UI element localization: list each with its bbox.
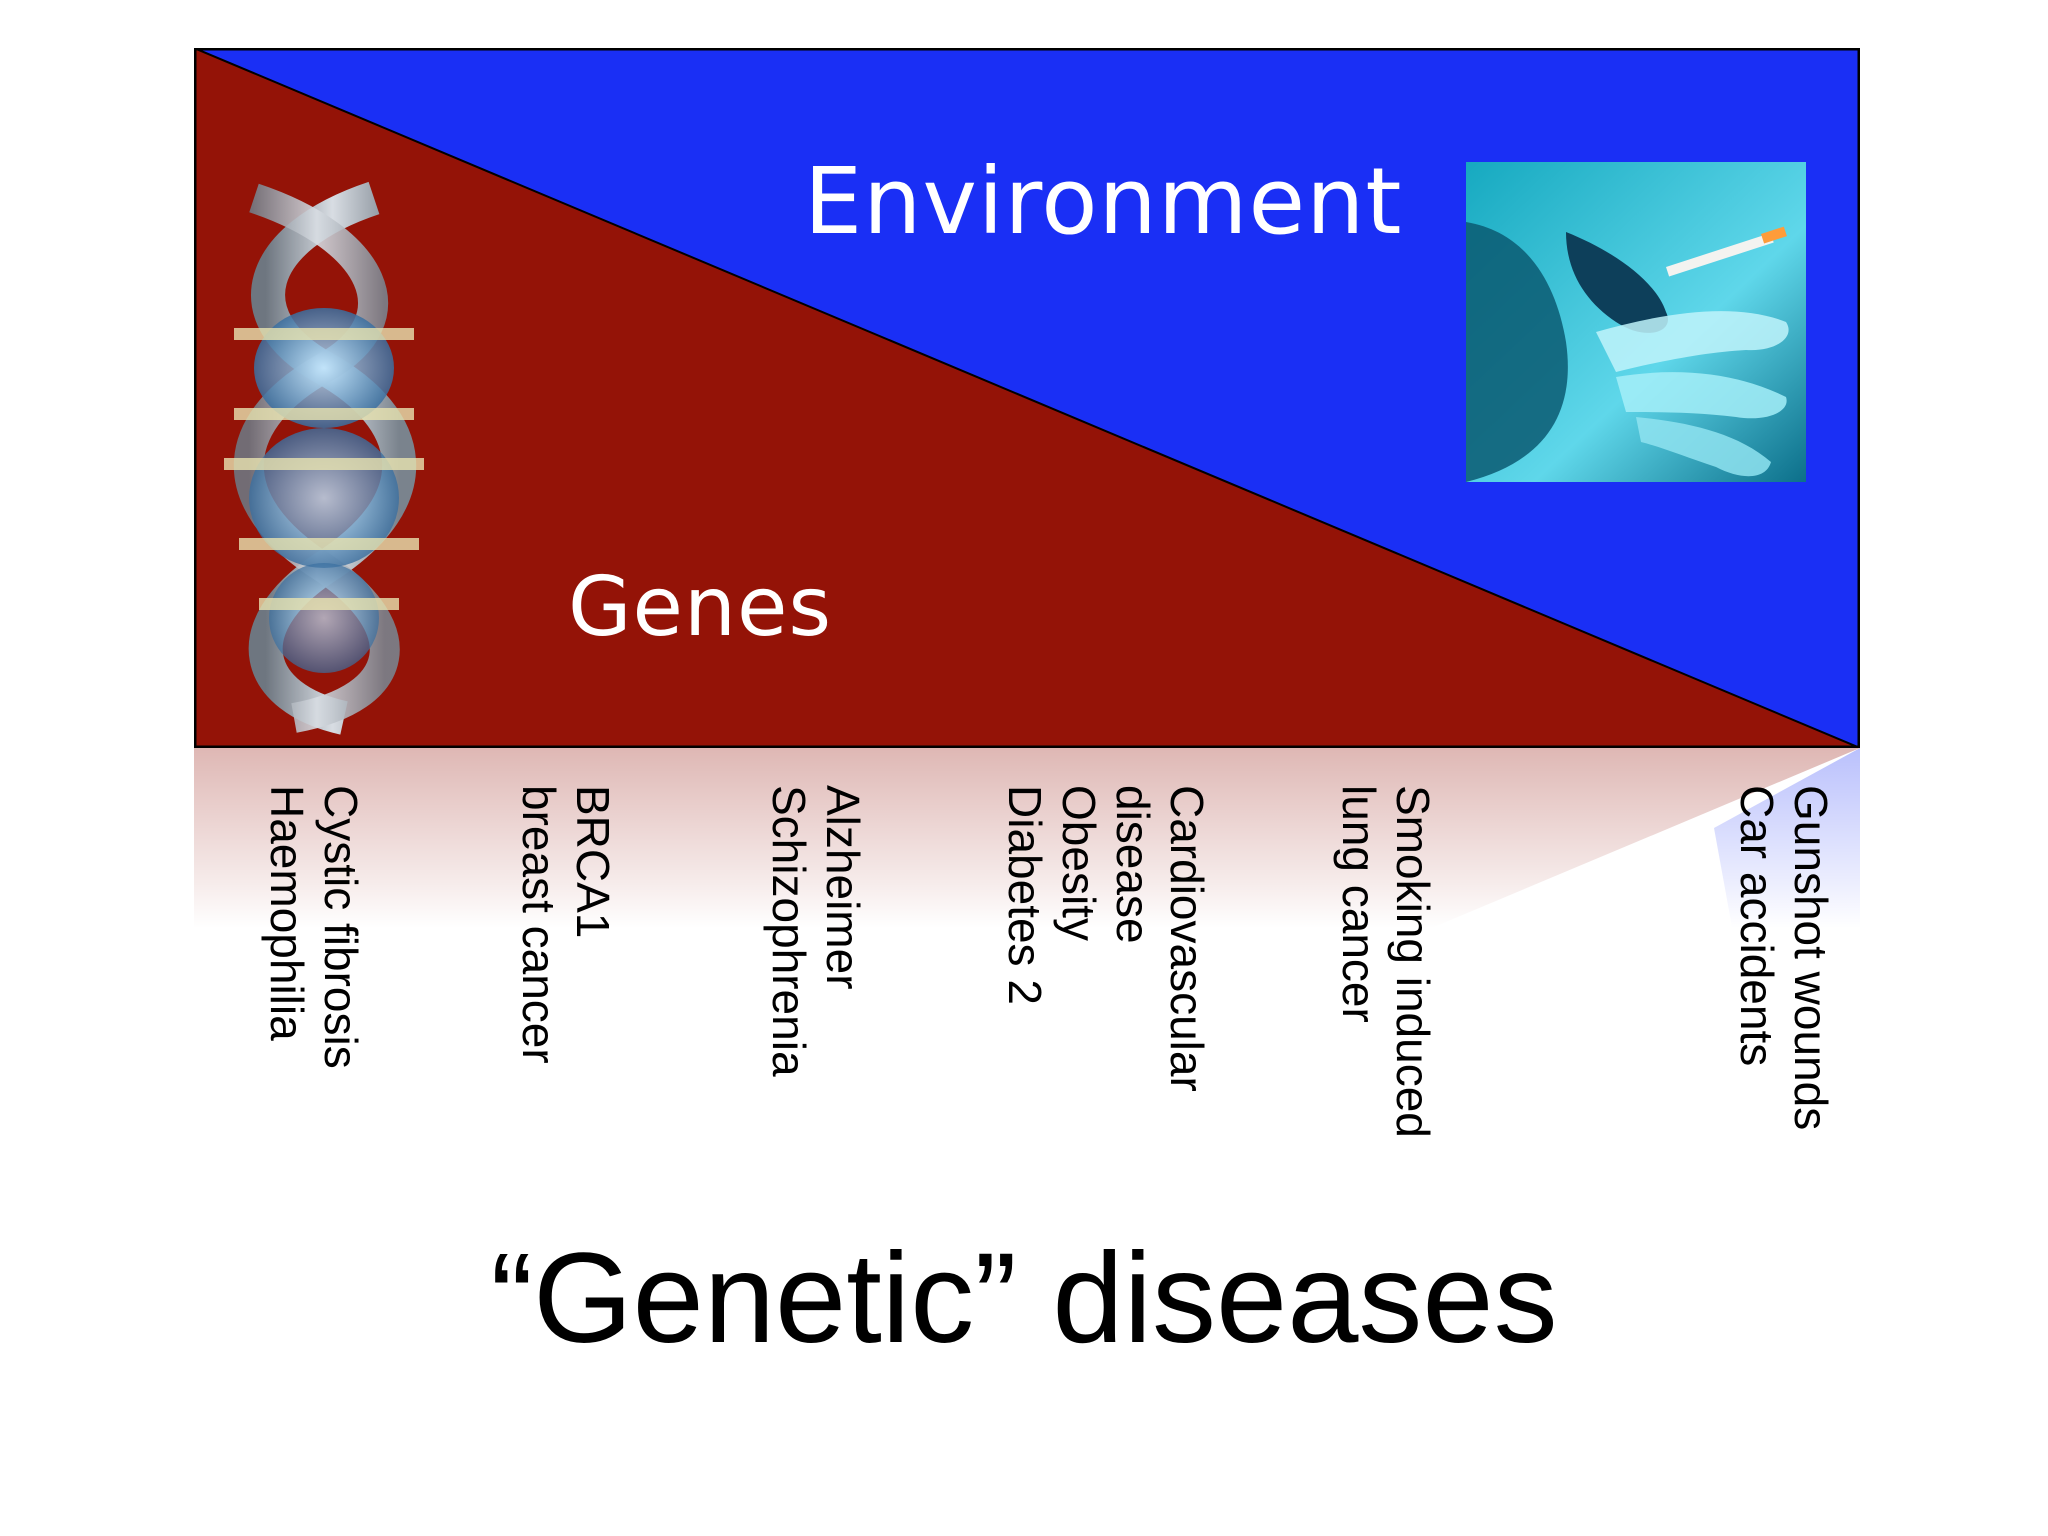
disease-label-cystic-fibrosis: Cystic fibrosis Haemophilia: [260, 785, 368, 1069]
disease-label-gunshot: Gunshot wounds Car accidents: [1730, 785, 1838, 1130]
smoking-hand-icon: [1466, 162, 1806, 482]
disease-label-smoking: Smoking induced lung cancer: [1332, 785, 1440, 1138]
diagram-border: [194, 48, 1860, 748]
disease-label-alzheimer: Alzheimer Schizophrenia: [762, 785, 870, 1077]
diagram-canvas: [194, 48, 1860, 748]
disease-label-brca1: BRCA1 breast cancer: [512, 785, 620, 1064]
divider-line: [194, 48, 1860, 748]
genes-environment-diagram: Environment Genes: [194, 48, 1860, 748]
disease-line: Car accidents: [1731, 785, 1783, 1067]
disease-line: Diabetes 2: [999, 785, 1051, 1005]
reflection-fade: [194, 748, 1860, 1048]
environment-label: Environment: [804, 148, 1403, 255]
disease-line: Obesity: [1053, 785, 1105, 941]
disease-line: Alzheimer: [817, 785, 869, 990]
dna-helix-icon: [224, 181, 424, 735]
disease-line: Haemophilia: [261, 785, 313, 1041]
disease-line: disease: [1107, 785, 1159, 944]
genes-label: Genes: [568, 560, 833, 655]
disease-label-cardiovascular: Cardiovascular disease Obesity Diabetes …: [998, 785, 1214, 1092]
disease-line: BRCA1: [567, 785, 619, 939]
disease-line: Smoking induced: [1387, 785, 1439, 1138]
disease-line: Schizophrenia: [763, 785, 815, 1077]
disease-line: lung cancer: [1333, 785, 1385, 1023]
disease-line: breast cancer: [513, 785, 565, 1064]
slide-title: “Genetic” diseases: [490, 1227, 1558, 1370]
disease-line: Cystic fibrosis: [315, 785, 367, 1069]
disease-line: Gunshot wounds: [1785, 785, 1837, 1131]
diagram-reflection: [194, 748, 1860, 1048]
disease-line: Cardiovascular: [1161, 785, 1213, 1092]
